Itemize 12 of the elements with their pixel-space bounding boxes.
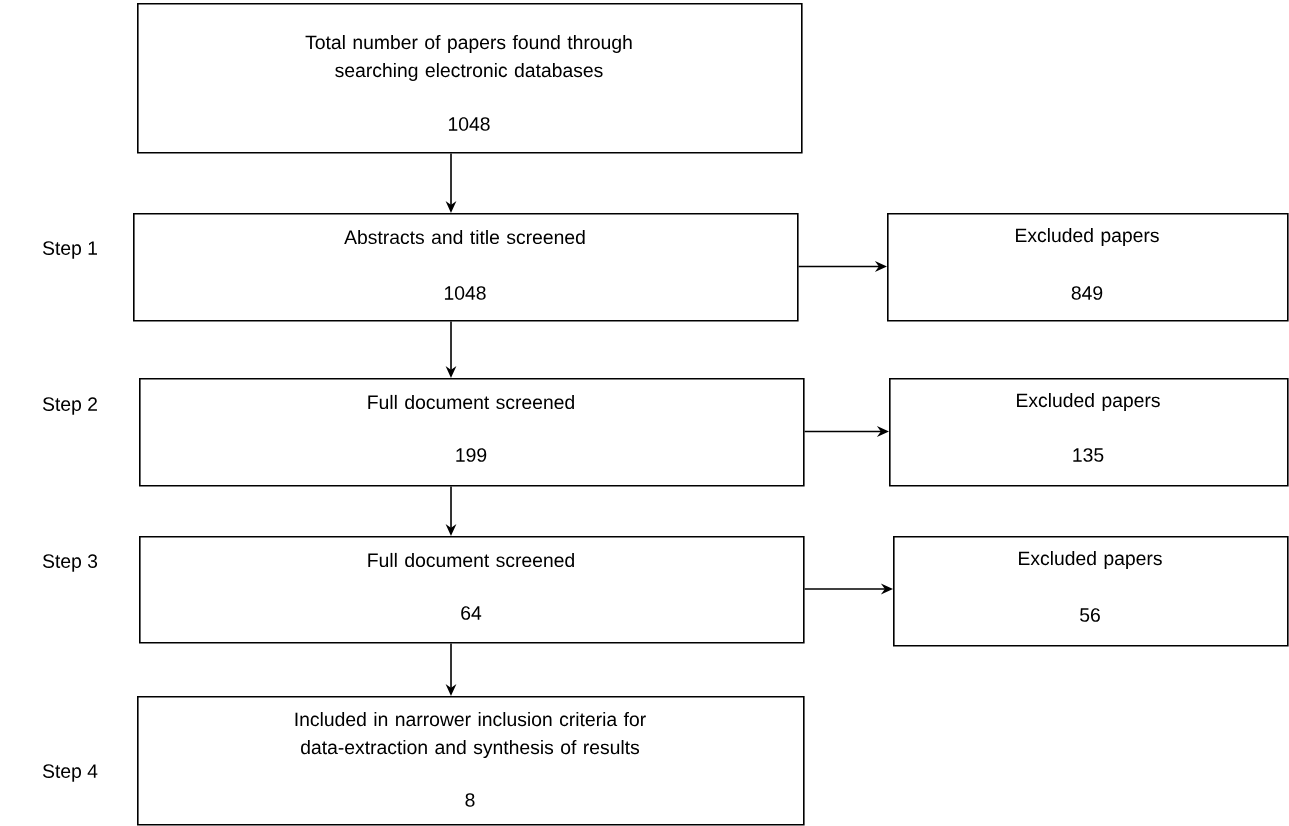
process-box: Included in narrower inclusion criteria for data-extraction and synthesis of results 8 xyxy=(137,696,805,826)
process-box: Excluded papers 135 xyxy=(889,378,1289,487)
step-label: Step 4 xyxy=(42,764,98,782)
process-box: Full document screened 199 xyxy=(139,378,805,487)
process-box: Abstracts and title screened 1048 xyxy=(133,213,799,322)
step-label: Step 2 xyxy=(42,397,97,415)
process-box: Full document screened 64 xyxy=(139,536,805,644)
step-label: Step 1 xyxy=(42,241,97,259)
process-box: Excluded papers 56 xyxy=(893,536,1289,647)
step-label: Step 3 xyxy=(42,554,98,572)
process-box: Excluded papers 849 xyxy=(887,213,1289,322)
process-box: Total number of papers found through searching electronic databases 1048 xyxy=(137,3,803,154)
